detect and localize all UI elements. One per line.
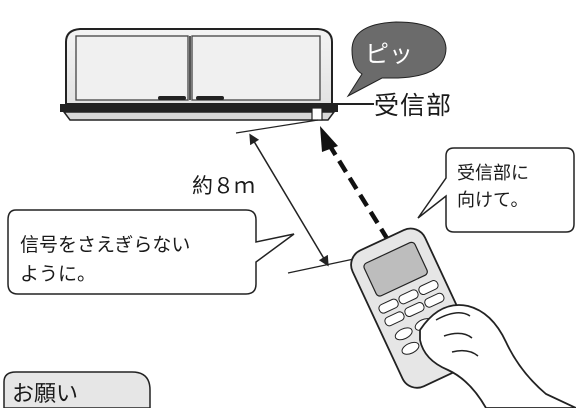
receiver-label: 受信部: [374, 91, 453, 120]
signal-tip-line-2: ように。: [20, 263, 97, 285]
beep-text: ピッ: [365, 40, 413, 68]
signal-arrow-icon: [320, 126, 390, 242]
signal-receiver-window: [311, 107, 323, 121]
notice-tab: [3, 371, 151, 408]
signal-tip-line-1: 信号をさえぎらない: [20, 234, 191, 256]
distance-label: 約８ｍ: [192, 174, 255, 198]
remote-tip-bubble: [417, 147, 575, 233]
signal-tip-bubble: [7, 209, 295, 295]
beep-bubble: [346, 21, 447, 98]
remote-tip-text: 受信部に 向けて。: [457, 160, 557, 214]
remote-tip-line-2: 向けて。: [457, 190, 529, 211]
notice-label: お願い: [12, 382, 79, 407]
remote-control-icon: [350, 227, 576, 408]
air-conditioner-icon: [60, 28, 338, 121]
remote-tip-line-1: 受信部に: [457, 163, 529, 184]
signal-tip-text: 信号をさえぎらない ように。: [20, 231, 250, 289]
